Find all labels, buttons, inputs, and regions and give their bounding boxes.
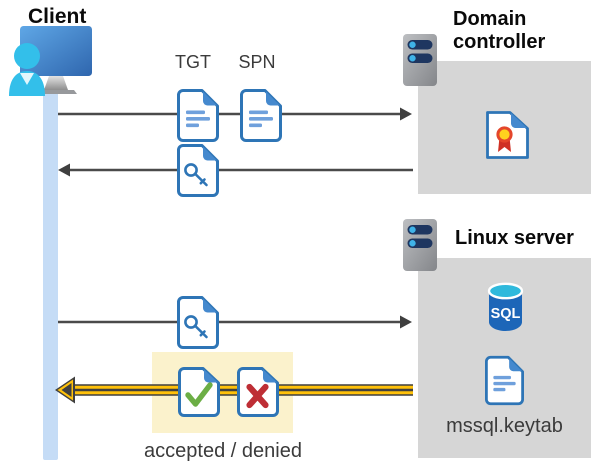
spn-label: SPN [238,52,276,72]
person-head [14,43,40,69]
spn-document-icon [240,89,282,142]
client-title: Client [28,5,87,28]
linux-server-title: Linux server [455,227,574,249]
client-user-monitor-icon [5,24,105,96]
tgt-label: TGT [175,52,211,72]
arrow-client-to-dc [58,107,412,121]
domain-controller-title: Domain controller [453,8,546,53]
sql-badge-text: SQL [491,306,521,322]
monitor-screen [20,26,92,76]
keytab-filename-label: mssql.keytab [446,415,563,437]
monitor-base [35,90,77,94]
accepted-denied-label: accepted / denied [144,440,302,462]
client-timeline-bar [43,88,58,460]
linux-server-icon [402,218,438,272]
key-document-icon [177,144,219,197]
domain-controller-server-icon [402,33,438,87]
keytab-document-icon [485,355,524,406]
person-collar [20,73,34,85]
certificate-document-icon [483,111,530,159]
tgt-document-icon [177,89,219,142]
sql-database-icon: SQL [487,281,524,334]
arrow-dc-to-client [58,163,413,177]
denied-cross-document-icon [237,367,279,417]
accepted-check-document-icon [178,367,220,417]
arrow-client-to-linux [58,315,412,329]
key-document-icon [177,296,219,349]
monitor-stand [44,76,68,90]
